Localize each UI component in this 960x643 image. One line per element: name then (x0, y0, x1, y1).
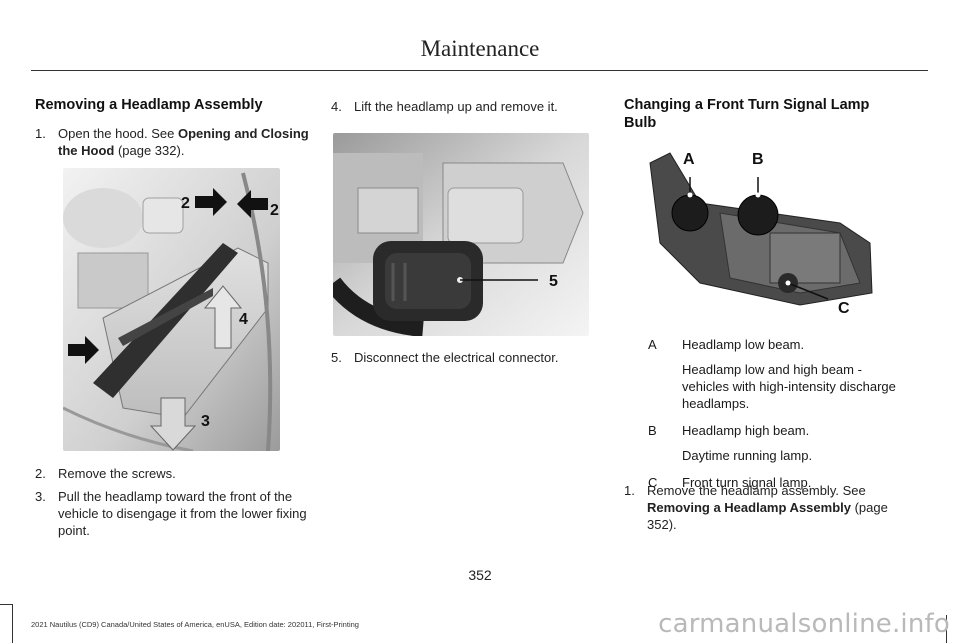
crop-mark (0, 604, 12, 605)
arrow-icon (68, 336, 99, 364)
legend-item-a: A Headlamp low beam. Headlamp low and hi… (648, 336, 898, 412)
crop-mark (946, 615, 947, 643)
section-heading-turn-signal-bulb: Changing a Front Turn Signal Lamp Bulb (624, 97, 870, 131)
step-text: Disconnect the electrical connector. (354, 350, 559, 365)
callout-label: 3 (201, 413, 210, 430)
step-5: 5. Disconnect the electrical connector. (331, 349, 593, 366)
watermark: carmanualsonline.info (658, 609, 950, 639)
step-number: 1. (624, 483, 635, 498)
figure-electrical-connector: 5 (333, 133, 589, 336)
column-3-lower: 1. Remove the headlamp assembly. See Rem… (624, 482, 904, 533)
step-1-turn-signal: 1. Remove the headlamp assembly. See Rem… (624, 482, 904, 533)
figure-legend: A Headlamp low beam. Headlamp low and hi… (648, 336, 898, 491)
step-2: 2. Remove the screws. (35, 465, 315, 482)
step-number: 3. (35, 489, 46, 504)
link-opening-closing-hood[interactable]: Opening and Closing the Hood (58, 126, 309, 158)
column-1: Removing a Headlamp Assembly 1. Open the… (35, 96, 315, 159)
figure-headlamp-removal: 2 2 2 4 3 (63, 168, 280, 451)
legend-line: Headlamp high beam. (682, 423, 810, 438)
step-text: Pull the headlamp toward the front of th… (58, 489, 307, 538)
legend-line: Front turn signal lamp. (682, 475, 812, 490)
step-text-post: (page 352). (647, 500, 888, 532)
legend-value: Headlamp high beam. Daytime running lamp… (682, 422, 898, 464)
footer-edition-note: 2021 Nautilus (CD9) Canada/United States… (31, 620, 359, 629)
step-text: Remove the headlamp assembly. See Removi… (647, 482, 904, 533)
legend-item-c: C Front turn signal lamp. (648, 474, 898, 491)
step-number: 1. (35, 126, 46, 141)
callout-label: B (752, 151, 764, 168)
step-number: 2. (35, 466, 46, 481)
legend-value: Headlamp low beam. Headlamp low and high… (682, 336, 898, 412)
arrow-up-icon (203, 285, 243, 349)
legend-line: Daytime running lamp. (682, 448, 813, 463)
callout-label: C (838, 300, 850, 317)
legend-line: Headlamp low beam. (682, 337, 805, 352)
step-1: 1. Open the hood. See Opening and Closin… (35, 125, 315, 159)
engine-bay-illustration: 2 2 2 4 3 (63, 168, 280, 451)
step-4: 4. Lift the headlamp up and remove it. (331, 98, 593, 115)
legend-line: Headlamp low and high beam - vehicles wi… (682, 362, 896, 411)
callout-label: 2 (270, 202, 279, 219)
step-text-post: (page 332). (114, 143, 185, 158)
section-heading-removing-headlamp: Removing a Headlamp Assembly (35, 97, 263, 113)
column-3: Changing a Front Turn Signal Lamp Bulb (624, 96, 904, 132)
title-divider (31, 70, 928, 71)
arrow-down-icon (149, 397, 197, 451)
step-text-pre: Open the hood. See (58, 126, 178, 141)
callout-label: A (683, 151, 695, 168)
headlamp-rear-illustration: A B C (640, 133, 880, 320)
callout-label: 2 (181, 195, 190, 212)
legend-key: B (648, 423, 657, 438)
arrow-icon (195, 188, 227, 216)
connector-illustration: 5 (333, 133, 589, 336)
step-text: Lift the headlamp up and remove it. (354, 99, 558, 114)
column-2: 4. Lift the headlamp up and remove it. (331, 96, 593, 115)
page-number: 352 (468, 567, 492, 583)
step-text: Open the hood. See Opening and Closing t… (58, 125, 315, 159)
callout-label: 5 (549, 273, 558, 290)
column-1-lower: 2. Remove the screws. 3. Pull the headla… (35, 465, 315, 539)
callout-label: 4 (239, 311, 248, 328)
step-number: 4. (331, 99, 342, 114)
figure-headlamp-bulbs: A B C (640, 133, 880, 320)
arrow-icon (237, 190, 268, 218)
step-text: Remove the screws. (58, 466, 176, 481)
legend-key: C (648, 475, 658, 490)
step-text-pre: Remove the headlamp assembly. See (647, 483, 866, 498)
legend-key: A (648, 337, 657, 352)
column-2-lower: 5. Disconnect the electrical connector. (331, 349, 593, 366)
legend-value: Front turn signal lamp. (682, 474, 898, 491)
link-removing-headlamp-assembly[interactable]: Removing a Headlamp Assembly (647, 500, 851, 515)
step-3: 3. Pull the headlamp toward the front of… (35, 488, 315, 539)
legend-item-b: B Headlamp high beam. Daytime running la… (648, 422, 898, 464)
crop-mark (12, 604, 13, 643)
step-number: 5. (331, 350, 342, 365)
page-title: Maintenance (420, 36, 540, 61)
